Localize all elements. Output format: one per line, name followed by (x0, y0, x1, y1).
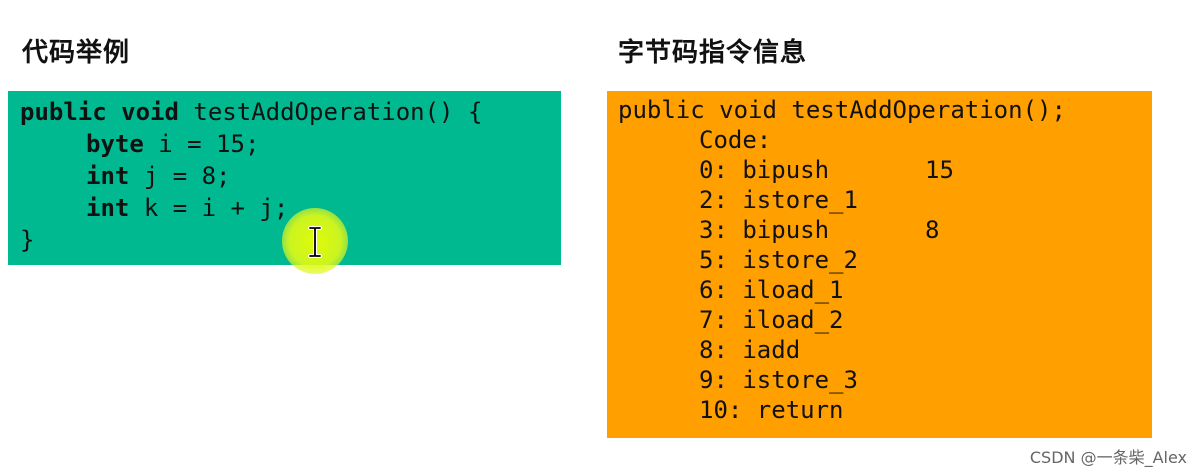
text-cursor-icon (308, 226, 322, 258)
bytecode-info-heading: 字节码指令信息 (618, 38, 808, 68)
bytecode-code-label: Code: (699, 126, 772, 154)
instruction-arg: 8 (925, 216, 940, 244)
keyword: int (86, 162, 130, 190)
instruction-op: 5: istore_2 (699, 246, 858, 274)
code-line: int k = i + j; (20, 192, 561, 224)
instruction-op: 9: istore_3 (699, 366, 858, 394)
bytecode-instruction: 3: bipush 8 (618, 215, 1152, 245)
keyword: int (86, 194, 130, 222)
bytecode-instruction: 6: iload_1 (618, 275, 1152, 305)
source-code-box: public void testAddOperation() { byte i … (8, 91, 561, 265)
instruction-op: 10: return (699, 396, 844, 424)
watermark: CSDN @一条柴_Alex (1029, 448, 1187, 467)
bytecode-box: public void testAddOperation(); Code: 0:… (607, 91, 1152, 438)
bytecode-instruction: 0: bipush 15 (618, 155, 1152, 185)
code-text: j = 8; (143, 162, 231, 190)
bytecode-instruction: 5: istore_2 (618, 245, 1152, 275)
code-text: k = i + j; (143, 194, 289, 222)
instruction-arg: 15 (925, 156, 954, 184)
bytecode-instruction: 2: istore_1 (618, 185, 1152, 215)
code-line: public void testAddOperation() { (20, 96, 561, 128)
bytecode-instruction: 7: iload_2 (618, 305, 1152, 335)
code-line: byte i = 15; (20, 128, 561, 160)
code-text: testAddOperation() { (193, 98, 483, 126)
bytecode-signature: public void testAddOperation(); (618, 96, 1066, 124)
instruction-op: 0: bipush (699, 156, 830, 184)
instruction-op: 2: istore_1 (699, 186, 858, 214)
keyword: byte (86, 130, 144, 158)
code-text: i = 15; (158, 130, 260, 158)
instruction-op: 3: bipush (699, 216, 830, 244)
code-example-heading: 代码举例 (22, 38, 131, 68)
bytecode-instruction: 8: iadd (618, 335, 1152, 365)
instruction-op: 8: iadd (699, 336, 801, 364)
code-line: int j = 8; (20, 160, 561, 192)
code-line: } (20, 226, 35, 254)
instruction-op: 7: iload_2 (699, 306, 844, 334)
instruction-op: 6: iload_1 (699, 276, 844, 304)
keyword: void (121, 98, 179, 126)
keyword: public (20, 98, 107, 126)
bytecode-instruction: 10: return (618, 395, 1152, 425)
bytecode-instruction: 9: istore_3 (618, 365, 1152, 395)
